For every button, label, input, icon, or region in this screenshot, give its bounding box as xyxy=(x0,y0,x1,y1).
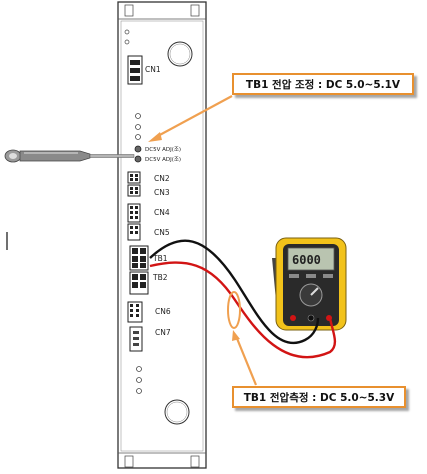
label-tb1: TB1 xyxy=(152,254,168,263)
multimeter: 6000 xyxy=(272,237,347,331)
label-cn6: CN6 xyxy=(155,307,171,316)
connector-cn4: CN4 xyxy=(127,203,170,223)
adj-label-2: DC5V ADJ(조) xyxy=(145,156,181,163)
callout-voltage-adjust: TB1 전압 조정 : DC 5.0~5.1V xyxy=(232,73,414,95)
adj-potentiometers: DC5V ADJ(조) DC5V ADJ(조) xyxy=(134,145,181,163)
arrow-adj xyxy=(148,95,233,142)
connector-cn5: CN5 xyxy=(127,223,170,241)
callout-voltage-measure-text: TB1 전압측정 : DC 5.0~5.3V xyxy=(243,391,395,404)
label-cn2: CN2 xyxy=(154,174,170,183)
connector-cn2: CN2 xyxy=(127,171,170,184)
connector-cn3: CN3 xyxy=(127,184,170,197)
connector-cn6: CN6 xyxy=(127,301,171,323)
test-leads xyxy=(149,239,337,359)
label-cn1: CN1 xyxy=(145,65,161,74)
terminal-tb2: TB2 xyxy=(129,271,168,295)
label-cn5: CN5 xyxy=(154,228,170,237)
adj-label-1: DC5V ADJ(조) xyxy=(145,146,181,153)
connector-cn1: CN1 xyxy=(127,55,161,85)
screwdriver xyxy=(4,149,135,163)
label-cn3: CN3 xyxy=(154,188,170,197)
label-cn7: CN7 xyxy=(155,328,171,337)
label-cn4: CN4 xyxy=(154,208,170,217)
label-tb2: TB2 xyxy=(152,273,168,282)
callout-voltage-measure: TB1 전압측정 : DC 5.0~5.3V xyxy=(232,386,406,408)
measurement-marker xyxy=(227,291,258,386)
callout-voltage-adjust-text: TB1 전압 조정 : DC 5.0~5.1V xyxy=(245,78,401,91)
meter-display: 6000 xyxy=(292,253,321,267)
connector-cn7: CN7 xyxy=(129,326,171,352)
terminal-tb1: TB1 xyxy=(129,245,168,271)
